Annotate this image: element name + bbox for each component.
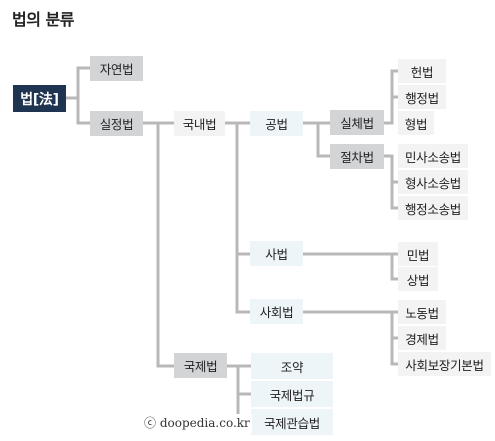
node-civil-procedure: 민사소송법 xyxy=(398,144,468,168)
node-social-security-law: 사회보장기본법 xyxy=(398,352,491,376)
node-procedural-law: 절차법 xyxy=(330,144,384,169)
node-natural-law: 자연법 xyxy=(90,56,143,81)
node-labor-law: 노동법 xyxy=(398,300,446,324)
node-positive-law: 실정법 xyxy=(90,111,143,136)
node-root-law: 법[法] xyxy=(13,85,66,112)
node-social-law: 사회법 xyxy=(250,299,303,324)
node-criminal-law: 형법 xyxy=(398,111,434,135)
node-commercial-law: 상법 xyxy=(398,267,438,291)
node-treaty: 조약 xyxy=(251,353,333,379)
node-international-regulations: 국제법규 xyxy=(251,381,333,407)
node-international-law: 국제법 xyxy=(174,353,227,378)
node-administrative-law: 행정법 xyxy=(398,85,446,109)
node-constitution: 헌법 xyxy=(398,59,446,83)
copyright-text: ⓒ doopedia.co.kr xyxy=(142,414,252,431)
node-domestic-law: 국내법 xyxy=(174,111,225,136)
node-criminal-procedure: 형사소송법 xyxy=(398,170,468,194)
node-public-law: 공법 xyxy=(250,111,303,136)
node-international-customary-law: 국제관습법 xyxy=(251,409,333,435)
node-civil-law: 민법 xyxy=(398,242,438,266)
node-administrative-procedure: 행정소송법 xyxy=(398,196,468,220)
node-economic-law: 경제법 xyxy=(398,326,446,350)
diagram-title: 법의 분류 xyxy=(12,10,74,29)
node-private-law: 사법 xyxy=(250,241,303,266)
node-substantive-law: 실체법 xyxy=(330,110,384,135)
